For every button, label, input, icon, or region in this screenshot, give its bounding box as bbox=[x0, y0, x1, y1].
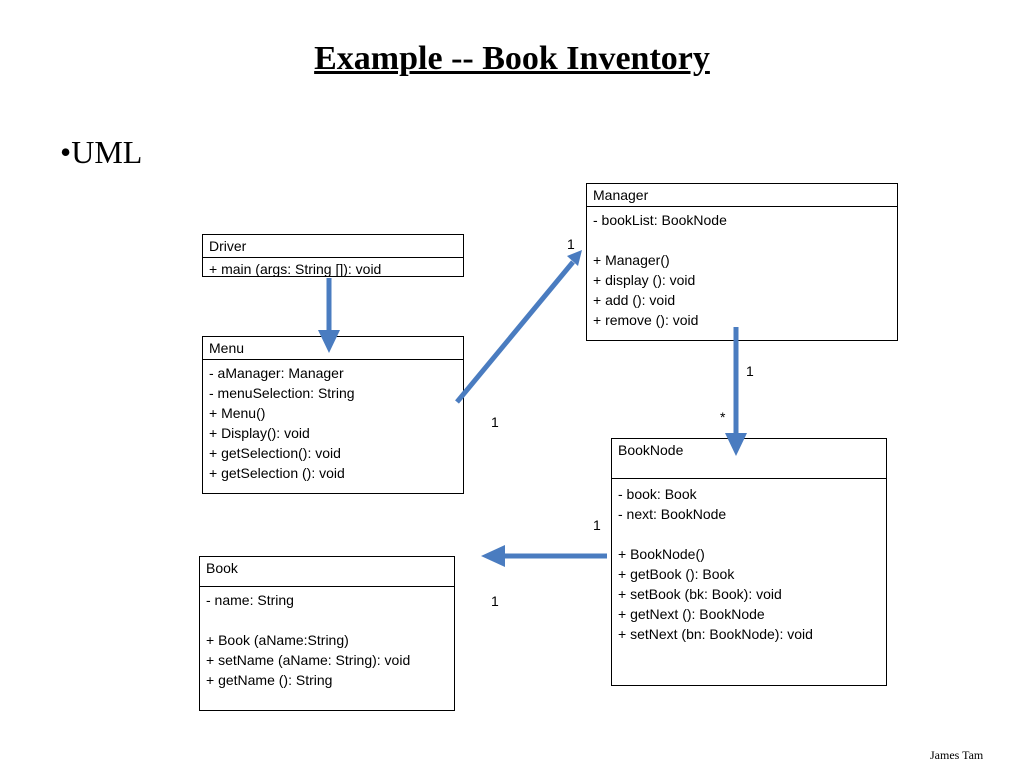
class-manager-member: + remove (): void bbox=[593, 312, 699, 328]
multiplicity-book-end: 1 bbox=[491, 593, 499, 609]
class-driver-name: Driver bbox=[203, 235, 463, 258]
class-book: Book - name: String + Book (aName:String… bbox=[199, 556, 455, 711]
class-book-members: - name: String + Book (aName:String) + s… bbox=[200, 587, 454, 693]
class-menu-member: + Menu() bbox=[209, 405, 266, 421]
arrowhead-booknode-book bbox=[481, 545, 505, 567]
class-book-member: + setName (aName: String): void bbox=[206, 652, 411, 668]
class-booknode-member: + BookNode() bbox=[618, 546, 705, 562]
class-manager-name: Manager bbox=[587, 184, 897, 207]
class-menu-member: - menuSelection: String bbox=[209, 385, 355, 401]
class-manager-member: - bookList: BookNode bbox=[593, 212, 727, 228]
class-menu: Menu - aManager: Manager - menuSelection… bbox=[202, 336, 464, 494]
class-booknode-member: - next: BookNode bbox=[618, 506, 727, 522]
class-manager-member: + add (): void bbox=[593, 292, 676, 308]
class-menu-member: + Display(): void bbox=[209, 425, 310, 441]
arrowhead-driver-menu bbox=[318, 330, 340, 353]
class-manager-member: + display (): void bbox=[593, 272, 696, 288]
class-book-member: + getName (): String bbox=[206, 672, 333, 688]
class-booknode-name: BookNode bbox=[612, 439, 886, 479]
class-book-name: Book bbox=[200, 557, 454, 587]
multiplicity-manager-source: 1 bbox=[746, 363, 754, 379]
multiplicity-booknode-many: * bbox=[720, 409, 726, 425]
class-manager-members: - bookList: BookNode + Manager() + displ… bbox=[587, 207, 897, 333]
class-driver-method: + main (args: String []): void bbox=[209, 261, 382, 277]
arrowhead-menu-manager bbox=[567, 250, 582, 266]
class-manager: Manager - bookList: BookNode + Manager()… bbox=[586, 183, 898, 341]
class-booknode-member: + setBook (bk: Book): void bbox=[618, 586, 782, 602]
multiplicity-menu-end: 1 bbox=[491, 414, 499, 430]
class-driver-methods: + main (args: String []): void bbox=[203, 258, 463, 282]
class-menu-member: + getSelection(): void bbox=[209, 445, 341, 461]
class-menu-members: - aManager: Manager - menuSelection: Str… bbox=[203, 360, 463, 486]
class-menu-member: - aManager: Manager bbox=[209, 365, 344, 381]
class-booknode: BookNode - book: Book - next: BookNode +… bbox=[611, 438, 887, 686]
bullet-uml: •UML bbox=[60, 134, 143, 170]
class-book-member: - name: String bbox=[206, 592, 294, 608]
multiplicity-manager-end: 1 bbox=[567, 236, 575, 252]
class-booknode-members: - book: Book - next: BookNode + BookNode… bbox=[612, 479, 886, 647]
class-menu-member: + getSelection (): void bbox=[209, 465, 345, 481]
slide-title: Example -- Book Inventory bbox=[314, 40, 710, 77]
class-book-member: + Book (aName:String) bbox=[206, 632, 349, 648]
class-driver: Driver + main (args: String []): void bbox=[202, 234, 464, 277]
multiplicity-booknode-source: 1 bbox=[593, 517, 601, 533]
arrowhead-manager-booknode bbox=[725, 433, 747, 456]
class-booknode-member: + setNext (bn: BookNode): void bbox=[618, 626, 813, 642]
class-booknode-member: + getNext (): BookNode bbox=[618, 606, 765, 622]
class-booknode-member: + getBook (): Book bbox=[618, 566, 735, 582]
arrow-menu-manager bbox=[455, 260, 575, 404]
class-menu-name: Menu bbox=[203, 337, 463, 360]
class-booknode-member: - book: Book bbox=[618, 486, 697, 502]
footer-author: James Tam bbox=[930, 748, 984, 762]
class-manager-member: + Manager() bbox=[593, 252, 670, 268]
